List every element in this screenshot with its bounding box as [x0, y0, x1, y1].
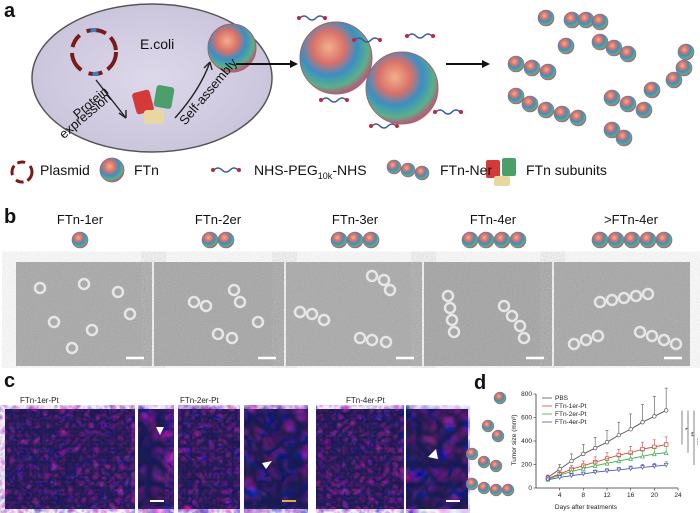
panel-c-fluorescence [5, 405, 468, 513]
plasmid-icon [70, 28, 118, 76]
data-point [628, 466, 634, 472]
data-point [651, 451, 657, 457]
data-point [593, 445, 598, 451]
data-point [581, 451, 586, 457]
legend-label: FTn-1er-Pt [555, 403, 587, 410]
panel-b-micrographs [16, 231, 690, 366]
data-point [569, 468, 574, 474]
x-tick-label: 20 [651, 492, 659, 499]
subunits-icon-cell [132, 85, 175, 124]
x-tick-label: 8 [582, 492, 586, 499]
y-axis-label: Tumor size (mm³) [511, 414, 518, 465]
significance-label: *** [693, 438, 698, 446]
data-point [604, 440, 610, 445]
ftn-big-1 [299, 21, 373, 95]
em-label-4: FTn-4er [469, 212, 517, 227]
data-point [545, 477, 551, 483]
panel-letter-a: a [4, 0, 16, 22]
y-tick-label: 400 [521, 438, 532, 445]
data-point [651, 464, 657, 469]
legend-subunits: FTn subunits [526, 162, 607, 178]
data-point [557, 475, 563, 481]
peg-linkers [299, 15, 461, 129]
data-point [663, 462, 669, 468]
em-label-2: FTn-2er [194, 212, 242, 227]
ftn-icon-cell [207, 23, 257, 73]
em-label-3: FTn-3er [331, 212, 379, 227]
y-tick-label: 600 [521, 415, 532, 422]
data-point [569, 473, 574, 479]
data-point [652, 414, 657, 419]
x-axis-label: Days after treatments [555, 504, 618, 511]
em-tiles [16, 262, 690, 366]
data-point [616, 458, 622, 464]
data-point [604, 460, 610, 466]
data-point [616, 432, 621, 438]
data-point [557, 467, 562, 472]
legend-plasmid: Plasmid [40, 162, 90, 178]
ecoli-label: E.coli [140, 36, 175, 52]
panel-d-side-icons [466, 391, 515, 497]
panel-a-schematic [10, 3, 695, 186]
data-point [569, 458, 574, 464]
data-point [592, 463, 598, 468]
legend-label: FTn-2er-Pt [555, 411, 587, 418]
y-tick-label: 800 [521, 391, 532, 398]
series-FTn-4er-Pt [545, 461, 669, 483]
significance-label: * [681, 427, 688, 430]
c-label-2: FTn-2er-Pt [180, 396, 219, 405]
x-tick-label: 16 [627, 492, 635, 499]
x-tick-label: 4 [558, 492, 562, 499]
legend-label: FTn-4er-Pt [555, 419, 587, 426]
panel-letter-d: d [474, 372, 487, 394]
data-point [628, 456, 634, 461]
c-label-1: FTn-1er-Pt [20, 396, 59, 405]
ftn-big-2 [365, 51, 439, 125]
data-point [640, 420, 645, 425]
em-label-5: >FTn-4er [604, 212, 658, 227]
x-tick-label: 24 [674, 492, 682, 499]
y-tick-label: 0 [528, 485, 532, 492]
data-point [664, 408, 669, 413]
data-point [640, 465, 645, 471]
data-point [580, 466, 586, 471]
data-point [580, 471, 586, 477]
data-point [640, 453, 645, 459]
panel-letter-b: b [4, 206, 17, 228]
data-point [628, 427, 633, 432]
panel-letter-c: c [4, 370, 16, 392]
data-point [592, 469, 598, 475]
legend-label: PBS [555, 395, 569, 402]
x-tick-label: 12 [603, 492, 611, 499]
data-point [664, 442, 669, 447]
legend-ftn: FTn [134, 162, 159, 178]
ftn-chains [507, 9, 695, 147]
y-tick-label: 200 [521, 462, 532, 469]
c-label-3: FTn-4er-Pt [346, 396, 385, 405]
legend-peg: NHS-PEG10k-NHS [254, 162, 367, 181]
series-FTn-2er-Pt [545, 445, 669, 482]
data-point [604, 468, 610, 474]
legend-ftn-ner: FTn-Ner [440, 162, 493, 178]
em-label-1: FTn-1er [56, 212, 104, 227]
significance-label: ** [687, 432, 694, 438]
legend-icons [10, 157, 516, 186]
data-point [616, 467, 622, 473]
data-point [663, 450, 669, 455]
